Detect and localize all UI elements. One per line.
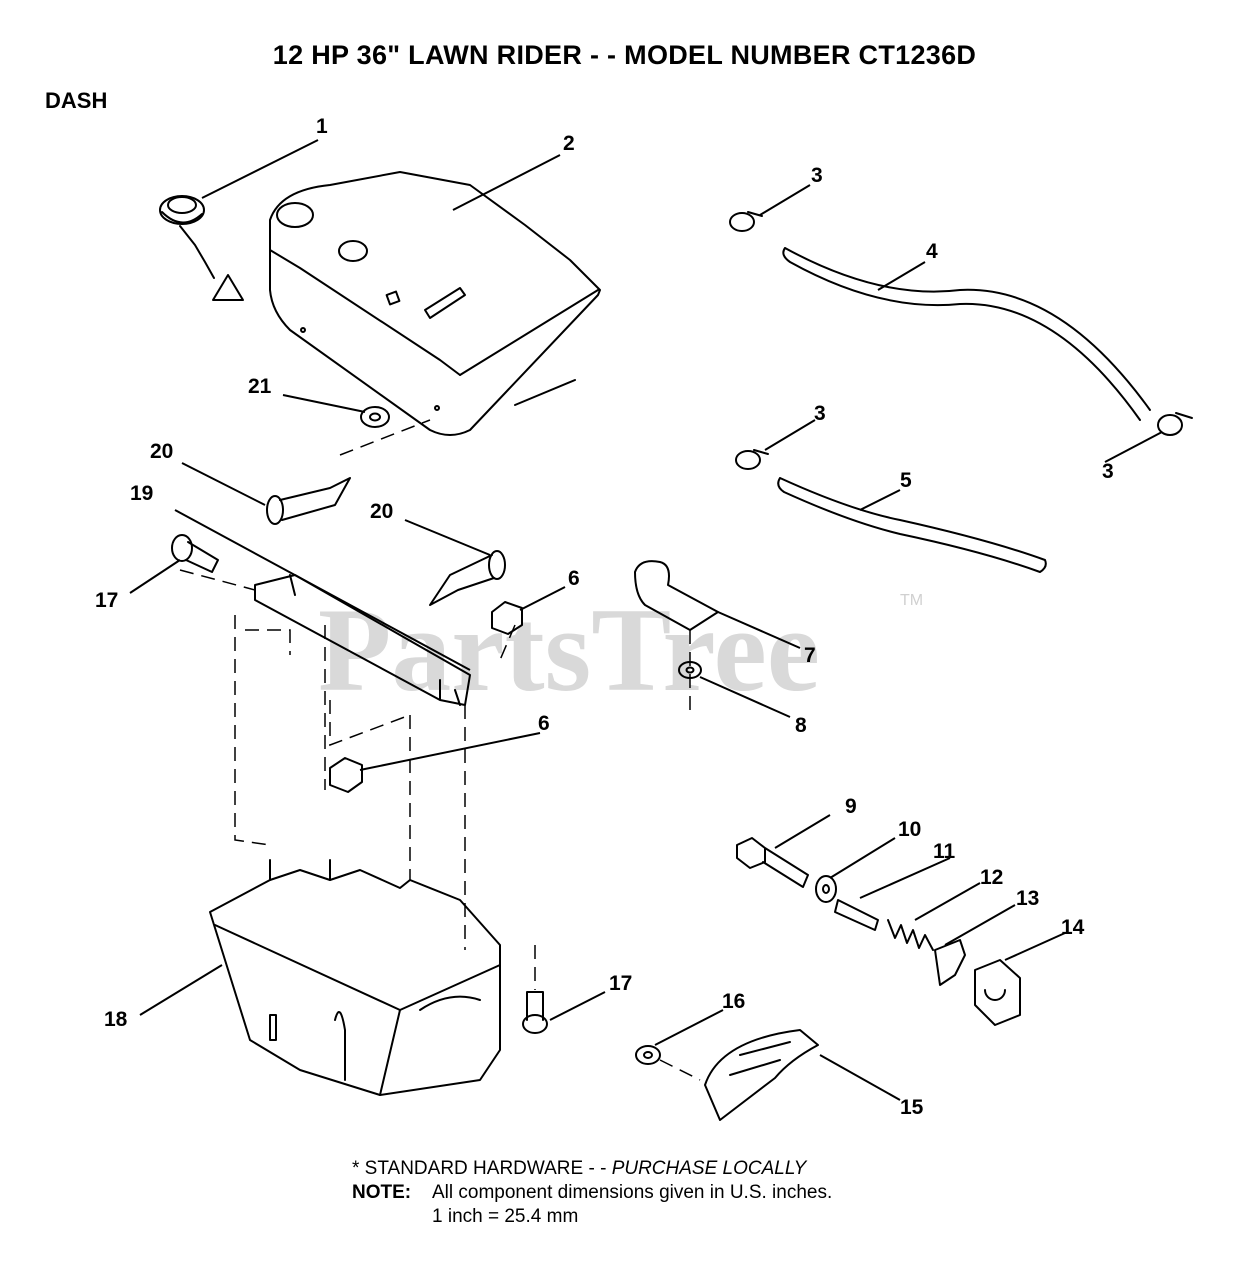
hardware-suffix: PURCHASE LOCALLY [611, 1158, 807, 1179]
callout-3b: 3 [814, 402, 826, 425]
hex-bolt-part [736, 837, 809, 888]
callout-17b: 17 [609, 972, 632, 995]
fuel-cap-part [159, 195, 244, 301]
callout-16: 16 [722, 990, 745, 1013]
bushing-part [635, 1045, 661, 1065]
callout-5: 5 [900, 469, 912, 492]
bolt-washer-part [815, 875, 837, 903]
hose-clip-part [634, 560, 719, 631]
callout-20b: 20 [370, 500, 393, 523]
dash-panel-part [269, 171, 601, 436]
callout-11: 11 [933, 840, 956, 863]
leader-lines [129, 139, 1163, 1101]
cam-part [974, 959, 1021, 1026]
callout-1: 1 [316, 115, 328, 138]
fuel-hose-long-part [782, 247, 1151, 421]
callout-labels: 1 2 3 3 3 4 5 21 20 20 19 17 6 6 7 8 9 1… [95, 115, 1114, 1119]
callout-12: 12 [980, 866, 1003, 889]
note-label: NOTE: [352, 1182, 412, 1203]
callout-20a: 20 [150, 440, 173, 463]
lower-dash-panel-part [209, 859, 501, 1096]
callout-6a: 6 [568, 567, 580, 590]
callout-8: 8 [795, 714, 807, 737]
callout-13: 13 [1016, 887, 1039, 910]
spacer-part [834, 899, 879, 931]
dimensions-note: NOTE: All component dimensions given in U… [352, 1181, 832, 1205]
callout-3c: 3 [1102, 460, 1114, 483]
callout-6b: 6 [538, 712, 550, 735]
callout-7: 7 [804, 644, 816, 667]
note-text: All component dimensions given in U.S. i… [432, 1182, 833, 1203]
callout-10: 10 [898, 818, 921, 841]
spring-part [887, 919, 934, 951]
hardware-note: * STANDARD HARDWARE - - PURCHASE LOCALLY [352, 1157, 832, 1181]
callout-21: 21 [248, 375, 272, 398]
screw-part [266, 477, 506, 606]
callout-9: 9 [845, 795, 857, 818]
trademark: TM [900, 592, 923, 609]
callout-17a: 17 [95, 589, 118, 612]
callout-3a: 3 [811, 164, 823, 187]
fuel-hose-short-part [777, 477, 1047, 573]
hardware-prefix: * STANDARD HARDWARE - - [352, 1158, 612, 1179]
bolt-part [171, 534, 548, 1034]
hose-clamp-part [729, 211, 1193, 470]
callout-18: 18 [104, 1008, 128, 1031]
callout-2: 2 [563, 132, 575, 155]
washer-part [360, 406, 390, 428]
section-label: DASH [45, 88, 108, 113]
callout-19: 19 [130, 482, 153, 505]
callout-4: 4 [926, 240, 938, 263]
spring-clip-part [934, 939, 966, 986]
assembly-lines [179, 419, 701, 1081]
nut-part [329, 601, 523, 793]
callout-15: 15 [900, 1096, 924, 1119]
callout-14: 14 [1061, 916, 1085, 939]
diagram-title: 12 HP 36" LAWN RIDER - - MODEL NUMBER CT… [272, 40, 977, 70]
conversion-note: 1 inch = 25.4 mm [432, 1206, 579, 1227]
footer-notes: * STANDARD HARDWARE - - PURCHASE LOCALLY… [352, 1157, 832, 1229]
indicator-plate-part [704, 1029, 819, 1121]
